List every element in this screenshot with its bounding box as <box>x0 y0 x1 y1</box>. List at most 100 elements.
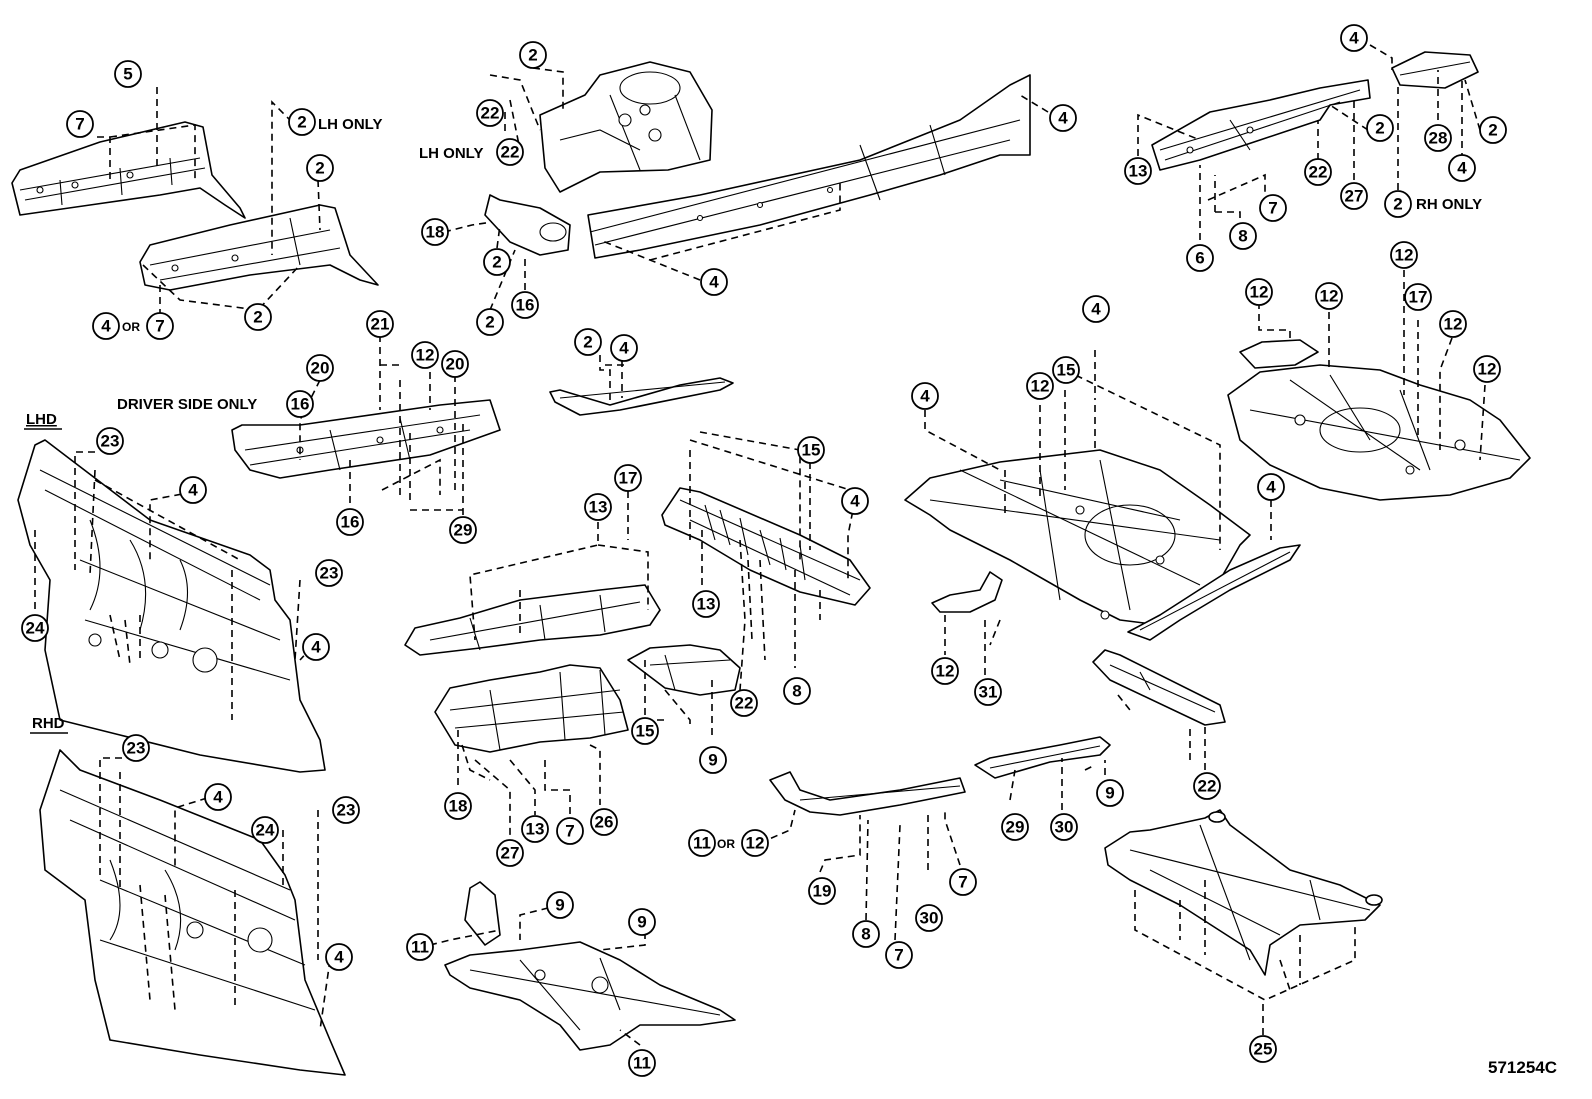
callout-4: 4 <box>841 487 869 515</box>
svg-text:2: 2 <box>485 313 494 332</box>
callout-27: 27 <box>496 839 524 867</box>
svg-text:4: 4 <box>1266 478 1276 497</box>
callout-29: 29 <box>1001 813 1029 841</box>
callout-9: 9 <box>699 746 727 774</box>
lh-only-note: LH ONLY <box>419 145 483 162</box>
svg-text:17: 17 <box>619 469 638 488</box>
svg-text:7: 7 <box>75 115 84 134</box>
svg-text:6: 6 <box>1195 249 1204 268</box>
svg-text:21: 21 <box>371 315 390 334</box>
callout-16: 16 <box>511 291 539 319</box>
svg-text:2: 2 <box>315 159 324 178</box>
svg-text:11: 11 <box>411 938 429 957</box>
svg-text:4: 4 <box>850 492 860 511</box>
callout-8: 8 <box>783 677 811 705</box>
callout-12: 12 <box>1390 241 1418 269</box>
callout-22: 22 <box>496 138 524 166</box>
svg-text:2: 2 <box>253 308 262 327</box>
callout-17: 17 <box>614 464 642 492</box>
svg-text:29: 29 <box>454 521 473 540</box>
callout-4: 4 <box>92 312 120 340</box>
or-note: OR <box>717 837 735 851</box>
svg-text:22: 22 <box>481 104 500 123</box>
svg-text:7: 7 <box>565 822 574 841</box>
front-floor-crossmember <box>231 399 501 479</box>
callout-11: 11 <box>406 933 434 961</box>
apron-bracket <box>484 194 571 256</box>
callout-29: 29 <box>449 516 477 544</box>
svg-text:12: 12 <box>1444 315 1463 334</box>
callout-4: 4 <box>1049 104 1077 132</box>
svg-text:24: 24 <box>256 821 275 840</box>
svg-text:4: 4 <box>188 481 198 500</box>
callout-7: 7 <box>1259 194 1287 222</box>
callout-12: 12 <box>1315 282 1343 310</box>
svg-text:26: 26 <box>595 813 614 832</box>
callout-25: 25 <box>1249 1035 1277 1063</box>
svg-text:4: 4 <box>1091 300 1101 319</box>
callout-11: 11 <box>688 829 716 857</box>
callout-4: 4 <box>700 268 728 296</box>
svg-text:12: 12 <box>1395 246 1414 265</box>
callout-9: 9 <box>546 891 574 919</box>
callout-12: 12 <box>411 341 439 369</box>
callout-7: 7 <box>556 817 584 845</box>
callout-7: 7 <box>66 110 94 138</box>
callout-18: 18 <box>421 218 449 246</box>
callout-13: 13 <box>1124 157 1152 185</box>
callout-19: 19 <box>808 877 836 905</box>
svg-text:27: 27 <box>501 844 520 863</box>
callout-27: 27 <box>1340 182 1368 210</box>
callout-23: 23 <box>332 796 360 824</box>
callout-12: 12 <box>1439 310 1467 338</box>
callout-4: 4 <box>1082 295 1110 323</box>
callout-4: 4 <box>1257 473 1285 501</box>
svg-text:23: 23 <box>320 564 339 583</box>
svg-text:16: 16 <box>341 513 360 532</box>
center-reinforcement-bar <box>549 377 734 416</box>
svg-text:8: 8 <box>1238 227 1247 246</box>
callout-4: 4 <box>325 943 353 971</box>
svg-text:23: 23 <box>101 432 120 451</box>
callout-12: 12 <box>931 657 959 685</box>
svg-text:18: 18 <box>426 223 445 242</box>
callout-16: 16 <box>336 508 364 536</box>
callout-12: 12 <box>1026 372 1054 400</box>
callout-2: 2 <box>288 108 316 136</box>
callout-13: 13 <box>521 815 549 843</box>
callout-20: 20 <box>306 354 334 382</box>
svg-text:5: 5 <box>123 65 132 84</box>
dash-panel-lhd <box>17 439 326 773</box>
svg-text:12: 12 <box>936 662 955 681</box>
callout-9: 9 <box>1096 779 1124 807</box>
svg-text:22: 22 <box>1309 163 1328 182</box>
svg-text:7: 7 <box>958 873 967 892</box>
callout-9: 9 <box>628 908 656 936</box>
rear-crossmember <box>1092 649 1226 726</box>
svg-text:20: 20 <box>446 355 465 374</box>
dash-crossmember <box>661 487 871 606</box>
callout-4: 4 <box>1448 154 1476 182</box>
svg-text:8: 8 <box>792 682 801 701</box>
svg-text:2: 2 <box>492 253 501 272</box>
svg-text:4: 4 <box>619 339 629 358</box>
svg-text:11: 11 <box>633 1054 651 1073</box>
floor-side-sill <box>1127 544 1301 641</box>
svg-text:7: 7 <box>894 946 903 965</box>
or-note: OR <box>122 320 140 334</box>
rh-only-note: RH ONLY <box>1416 196 1482 213</box>
callout-13: 13 <box>692 590 720 618</box>
front-apron-member <box>139 204 379 291</box>
floor-bracket-31 <box>931 571 1003 613</box>
svg-text:22: 22 <box>1198 777 1217 796</box>
svg-text:31: 31 <box>979 683 998 702</box>
svg-text:28: 28 <box>1429 129 1448 148</box>
svg-text:23: 23 <box>127 739 146 758</box>
callout-11: 11 <box>628 1049 656 1077</box>
lhd-section-label: LHD <box>26 411 57 428</box>
rear-floor-crossmember <box>434 664 629 753</box>
svg-text:7: 7 <box>155 317 164 336</box>
rear-suspension-member <box>1104 809 1383 976</box>
callout-2: 2 <box>476 308 504 336</box>
svg-text:12: 12 <box>1031 377 1050 396</box>
